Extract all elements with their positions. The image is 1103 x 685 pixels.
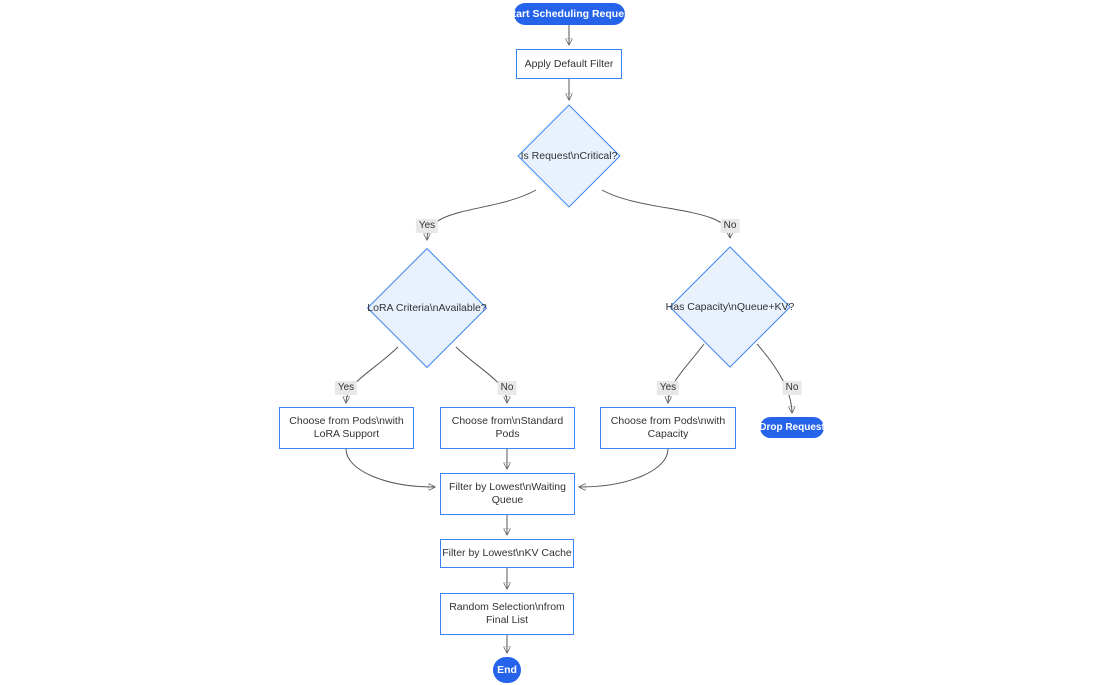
node-choose-pods-lora: Choose from Pods\nwith LoRA Support xyxy=(279,407,414,449)
node-lora-label: LoRA Criteria\nAvailable? xyxy=(367,302,487,314)
node-capacity-label: Has Capacity\nQueue+KV? xyxy=(665,301,795,313)
node-end: End xyxy=(493,657,521,683)
node-filter-kv-cache: Filter by Lowest\nKV Cache xyxy=(440,539,574,568)
edge-label-critical-yes: Yes xyxy=(415,219,439,233)
node-end-label: End xyxy=(497,663,517,676)
edge-label-lora-yes: Yes xyxy=(334,381,358,395)
edge-label-lora-no: No xyxy=(497,381,517,395)
node-pods-lora-line2: LoRA Support xyxy=(313,428,380,440)
node-filter-kv-label: Filter by Lowest\nKV Cache xyxy=(442,547,572,559)
edge-capacity-yes-to-podscapacity xyxy=(668,343,705,402)
node-has-capacity-queue-kv: Has Capacity\nQueue+KV? xyxy=(665,246,795,368)
edge-label-critical-no: No xyxy=(720,219,740,233)
edge-podscapacity-to-filterqueue xyxy=(580,448,669,487)
node-random-selection: Random Selection\nfrom Final List xyxy=(440,593,574,635)
node-pods-capacity-line1: Choose from Pods\nwith xyxy=(610,415,726,427)
node-choose-pods-capacity: Choose from Pods\nwith Capacity xyxy=(600,407,736,449)
node-random-line2: Final List xyxy=(485,614,528,626)
edge-label-capacity-no: No xyxy=(782,381,802,395)
node-filter-queue-line1: Filter by Lowest\nWaiting xyxy=(449,481,566,493)
node-apply-label: Apply Default Filter xyxy=(524,57,614,70)
edge-lora-yes-to-podslora xyxy=(346,346,399,402)
node-filter-queue-line2: Queue xyxy=(491,494,524,506)
node-is-request-critical: Is Request\nCritical? xyxy=(517,104,621,208)
node-pods-standard-line1: Choose from\nStandard xyxy=(451,415,564,427)
edge-lora-no-to-podsstandard xyxy=(455,346,507,402)
node-start: Start Scheduling Request xyxy=(506,3,633,25)
node-start-label: Start Scheduling Request xyxy=(505,7,634,20)
node-pods-capacity-line2: Capacity xyxy=(647,428,689,440)
node-apply-default-filter: Apply Default Filter xyxy=(516,49,622,79)
edge-label-capacity-yes: Yes xyxy=(656,381,680,395)
node-filter-waiting-queue: Filter by Lowest\nWaiting Queue xyxy=(440,473,575,515)
edge-capacity-no-to-drop xyxy=(756,343,792,412)
node-lora-criteria-available: LoRA Criteria\nAvailable? xyxy=(366,247,488,369)
node-choose-standard-pods: Choose from\nStandard Pods xyxy=(440,407,575,449)
node-critical-label: Is Request\nCritical? xyxy=(520,150,618,162)
node-random-line1: Random Selection\nfrom xyxy=(449,601,565,613)
node-drop-label: Drop Request xyxy=(759,422,825,433)
edge-critical-no-to-capacity xyxy=(601,189,730,237)
node-drop-request: Drop Request xyxy=(759,417,825,438)
edge-podslora-to-filterqueue xyxy=(345,448,434,487)
node-pods-lora-line1: Choose from Pods\nwith xyxy=(289,415,404,427)
node-pods-standard-line2: Pods xyxy=(495,428,520,440)
